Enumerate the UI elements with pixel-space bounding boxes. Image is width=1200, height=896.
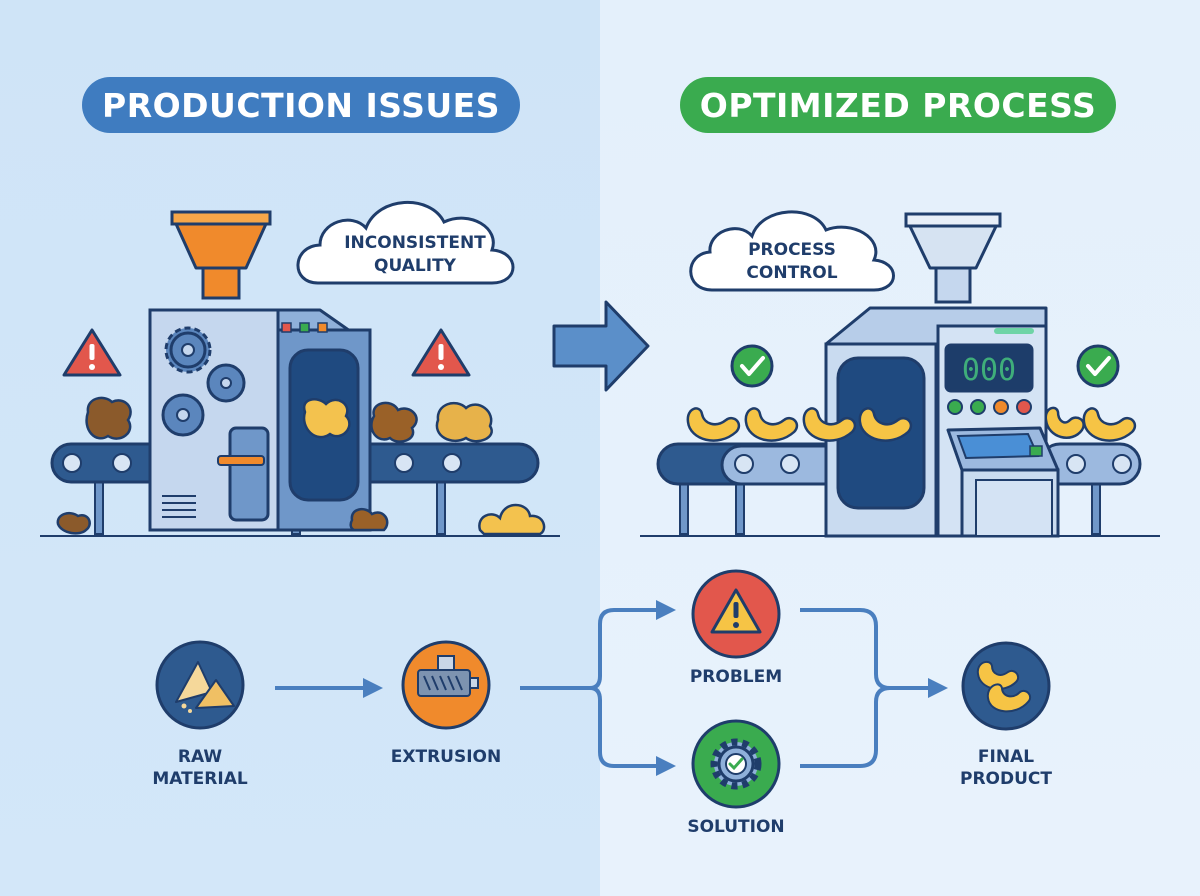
cloud-right: [689, 210, 895, 292]
cloud-right-line-2: CONTROL: [746, 263, 838, 283]
curl-snacks-conveyor: [686, 406, 1137, 442]
defective-snacks: [56, 396, 546, 536]
optimized-process-heading: OPTIMIZED PROCESS: [680, 77, 1116, 133]
solution-label: SOLUTION: [687, 817, 785, 837]
powder-pile-icon: [155, 640, 245, 730]
extruder-screw-icon: [401, 640, 491, 730]
final-product-line-1: FINAL: [977, 747, 1035, 767]
right-arrow-icon: [552, 300, 650, 392]
curl-snack-icon: [961, 641, 1051, 731]
cloud-left-line-1: INCONSISTENT: [344, 233, 486, 253]
cloud-left-line-2: QUALITY: [374, 256, 456, 276]
process-control-label: PROCESS CONTROL: [712, 239, 872, 285]
left-extruder-machine: [148, 308, 372, 532]
left-hopper: [170, 210, 272, 300]
flow-arrows: [275, 600, 948, 776]
warning-triangle-icon: [411, 328, 471, 377]
cloud-right-line-1: PROCESS: [748, 240, 836, 260]
display-readout: 000: [962, 353, 1016, 388]
warning-triangle-icon: [62, 328, 122, 377]
production-issues-heading: PRODUCTION ISSUES: [82, 77, 520, 133]
raw-material-line-2: MATERIAL: [152, 769, 248, 789]
check-circle-icon: [730, 344, 774, 388]
warning-icon: [691, 569, 781, 659]
right-hopper: [904, 212, 1002, 304]
gear-check-icon: [691, 719, 781, 809]
cloud-left: [296, 200, 515, 285]
extrusion-label: EXTRUSION: [390, 747, 502, 767]
inconsistent-quality-label: INCONSISTENT QUALITY: [330, 232, 500, 278]
final-product-label: FINAL PRODUCT: [940, 746, 1072, 790]
problem-label: PROBLEM: [689, 667, 783, 687]
raw-material-line-1: RAW: [177, 747, 223, 767]
check-circle-icon: [1076, 344, 1120, 388]
raw-material-label: RAW MATERIAL: [140, 746, 260, 790]
final-product-line-2: PRODUCT: [960, 769, 1052, 789]
